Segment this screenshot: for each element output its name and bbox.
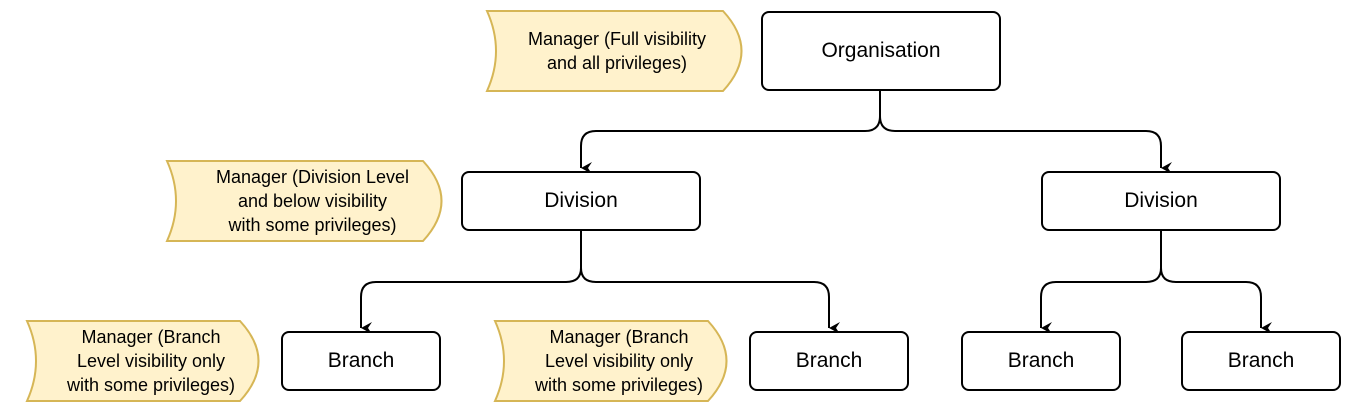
branch-manager-1-tag: Manager (Branch Level visibility only wi… (66, 327, 236, 395)
edge-org-to-division-left (580, 91, 881, 174)
org-manager-tag-shape (485, 10, 743, 92)
branch-manager-2-tag-shape (493, 320, 728, 402)
branch-node-2: Branch (749, 331, 909, 391)
org-manager-tag: Manager (Full visibility and all privile… (527, 29, 707, 73)
edge-org-to-division-right (879, 91, 1172, 174)
branch-manager-2-tag: Manager (Branch Level visibility only wi… (534, 327, 704, 395)
division-manager-tag: Manager (Division Level and below visibi… (215, 167, 410, 235)
organisation-node: Organisation (761, 11, 1001, 91)
branch-manager-1-tag-shape (25, 320, 260, 402)
division-manager-tag-shape (165, 160, 443, 242)
edge-division-right-to-branch-3 (1040, 231, 1162, 334)
division-node-right: Division (1041, 171, 1281, 231)
division-node-left: Division (461, 171, 701, 231)
edge-division-left-to-branch-1 (360, 231, 582, 334)
branch-node-3: Branch (961, 331, 1121, 391)
branch-node-1: Branch (281, 331, 441, 391)
edge-division-left-to-branch-2 (580, 231, 840, 334)
branch-node-4: Branch (1181, 331, 1341, 391)
edge-division-right-to-branch-4 (1160, 231, 1272, 334)
